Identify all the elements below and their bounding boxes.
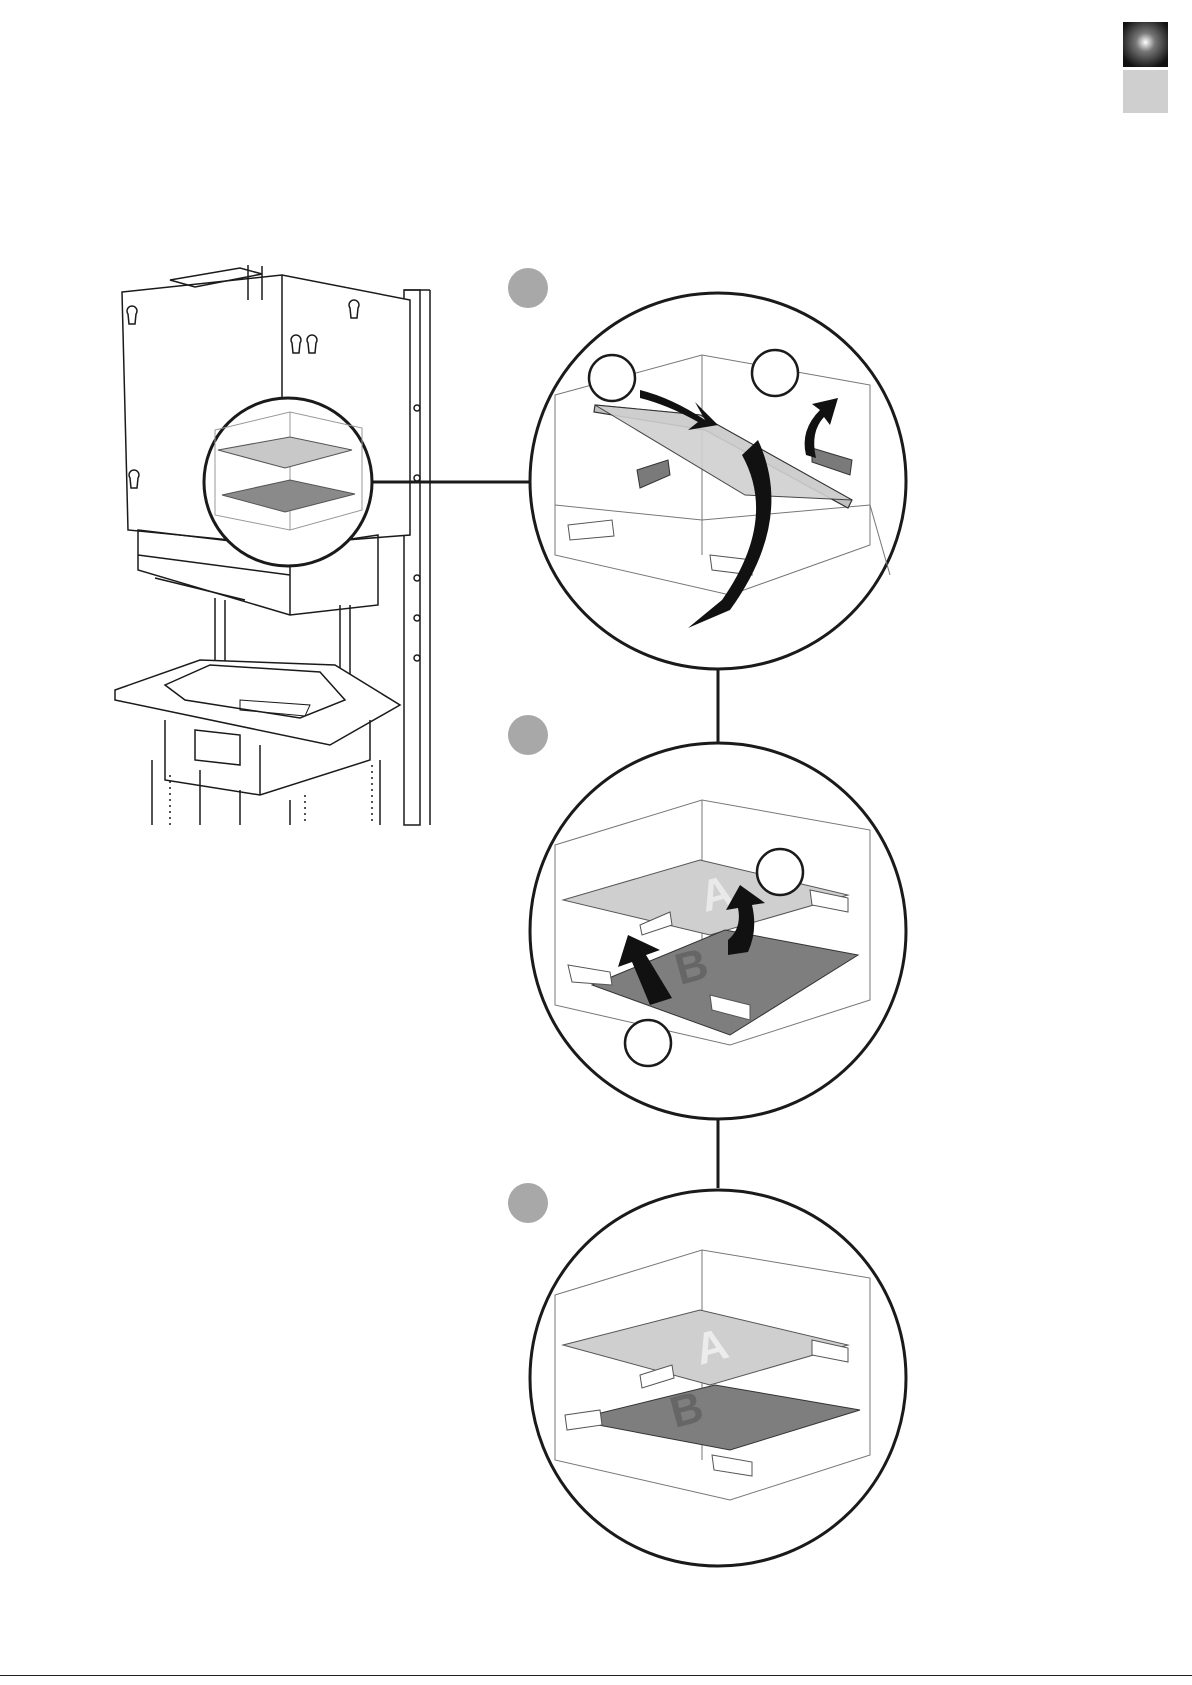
callout-circle xyxy=(589,355,635,401)
step-1-detail xyxy=(508,268,906,669)
step-badge-2 xyxy=(508,715,548,755)
step-2-detail: A B xyxy=(508,715,906,1119)
step-3-detail: A B xyxy=(508,1183,906,1566)
step-badge-3 xyxy=(508,1183,548,1223)
callout-circle xyxy=(625,1020,671,1066)
step-badge-1 xyxy=(508,268,548,308)
zoom-detail-circle xyxy=(204,398,372,566)
callout-circle xyxy=(752,350,798,396)
callout-circle xyxy=(757,849,803,895)
section-tab-icon xyxy=(1123,22,1168,113)
page-bottom-rule xyxy=(0,1675,1192,1676)
